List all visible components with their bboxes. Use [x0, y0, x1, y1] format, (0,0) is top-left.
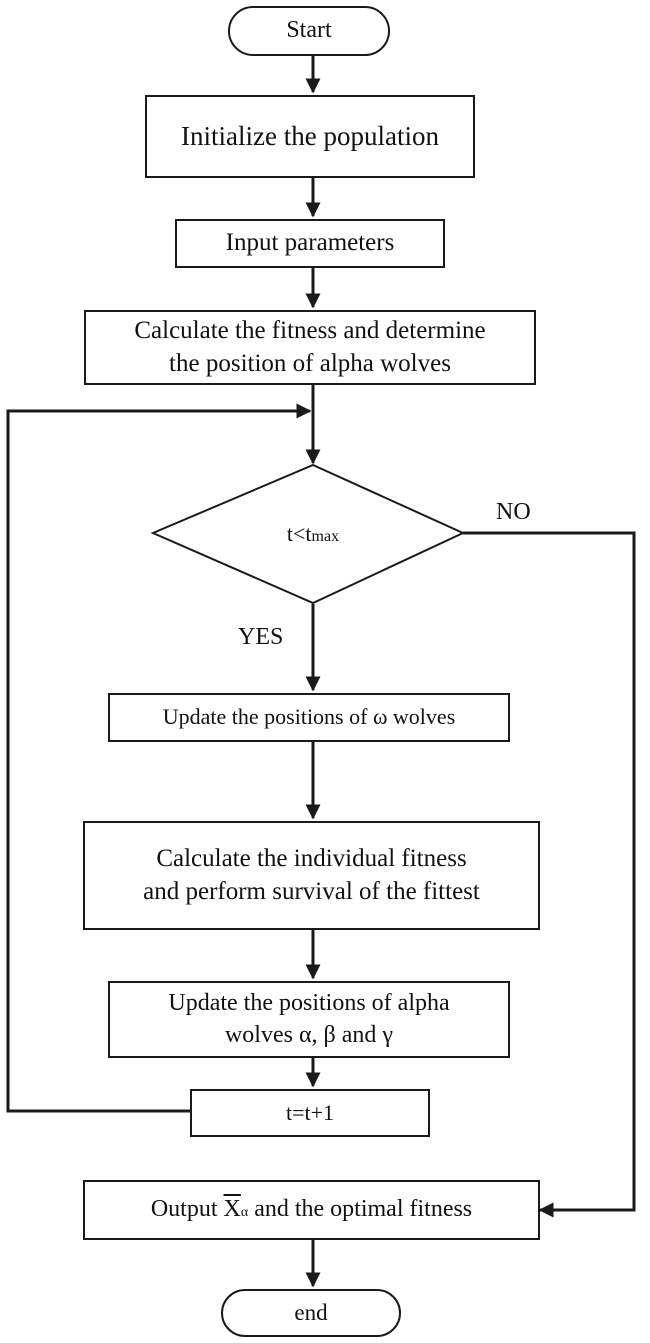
- update-alpha-line2: wolves α, β and γ: [224, 1021, 394, 1048]
- update-alpha-line1: Update the positions of alpha: [168, 990, 450, 1017]
- output-label: Output Xα and the optimal fitness: [151, 1194, 472, 1225]
- end-label: end: [294, 1300, 328, 1326]
- update-omega-label: Update the positions of ω wolves: [162, 704, 456, 730]
- output-suffix: and the optimal fitness: [254, 1196, 473, 1223]
- initialize-box: Initialize the population: [145, 95, 475, 178]
- decision-max: max: [311, 528, 340, 545]
- start-label: Start: [286, 17, 332, 44]
- calc-fitness-line1: Calculate the fitness and determine: [134, 317, 486, 344]
- increment-box: t=t+1: [190, 1089, 430, 1137]
- update-alpha-box: Update the positions of alpha wolves α, …: [108, 981, 510, 1058]
- update-omega-box: Update the positions of ω wolves: [108, 693, 510, 742]
- increment-label: t=t+1: [285, 1099, 335, 1125]
- calc-individual-line1: Calculate the individual fitness: [156, 845, 467, 872]
- calc-fitness-box: Calculate the fitness and determine the …: [84, 310, 536, 385]
- input-params-label: Input parameters: [225, 229, 395, 257]
- calc-individual-line2: and perform survival of the fittest: [143, 877, 480, 905]
- calc-fitness-line2: the position of alpha wolves: [169, 349, 451, 377]
- decision-t: t<t: [286, 521, 312, 546]
- no-branch-arrow: [463, 531, 636, 1218]
- output-x-bar: X: [223, 1196, 241, 1223]
- output-prefix: Output: [150, 1196, 218, 1223]
- output-box: Output Xα and the optimal fitness: [83, 1180, 540, 1240]
- decision-condition: t<tmax: [253, 521, 373, 547]
- calc-individual-box: Calculate the individual fitness and per…: [83, 821, 540, 930]
- initialize-label: Initialize the population: [181, 120, 439, 151]
- loop-back-arrow: [6, 403, 312, 1113]
- decision-diamond: [150, 463, 466, 605]
- end-terminal: end: [221, 1289, 401, 1337]
- yes-label: YES: [238, 624, 284, 650]
- no-label: NO: [496, 499, 531, 525]
- output-x-sub: α: [240, 1205, 249, 1221]
- input-params-box: Input parameters: [175, 219, 445, 268]
- start-terminal: Start: [228, 6, 390, 56]
